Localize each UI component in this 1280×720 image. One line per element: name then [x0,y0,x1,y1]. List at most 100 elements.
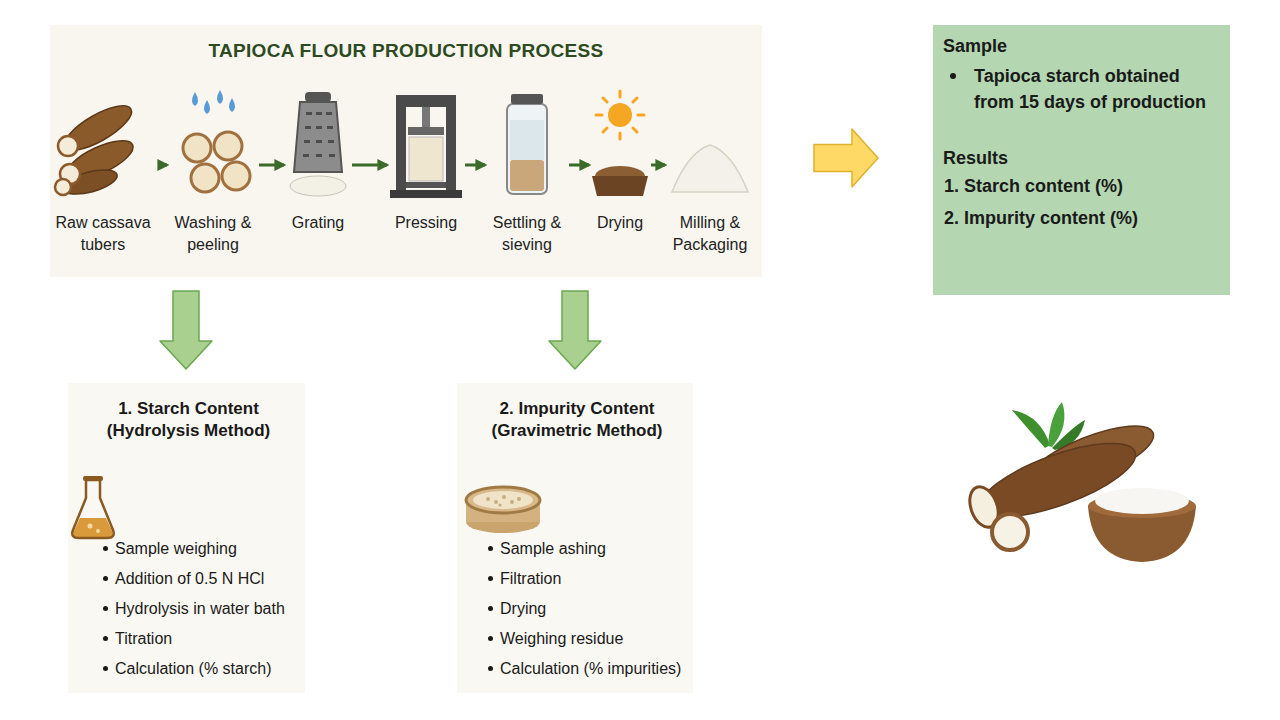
bullet-text: Tapioca starch obtained from 15 days of … [974,66,1206,112]
icon-space [465,442,689,534]
jar-lid [511,94,543,104]
grated-pile [290,176,346,196]
process-step: Grating [287,88,349,268]
bullet-item: Filtration [465,564,689,594]
method-box-fill [457,383,693,693]
water-drop [217,90,223,104]
slice [214,132,242,160]
grater-holes [303,112,335,157]
process-step: Drying [592,88,648,268]
step-label: Raw cassava tubers [55,212,152,256]
box-text: 1. Starch content (%) [943,173,1220,199]
flask-liquid [73,518,113,538]
bullet-dot [103,546,108,551]
press-base [390,190,462,198]
sieve-rim [466,487,540,513]
process-step: Settling & sieving [488,88,566,268]
panel-title: TAPIOCA FLOUR PRODUCTION PROCESS [50,39,762,63]
step-label: Grating [291,212,345,234]
box-heading: Results [943,145,1220,171]
cassava-picture [965,402,1196,562]
press-pulp [409,137,443,181]
process-step: Milling & Packaging [668,88,752,268]
bullet-item: Sample weighing [76,534,301,564]
bullet-item: Titration [76,624,301,654]
drying-icon [592,91,648,196]
flow-arrow [259,164,284,167]
bubble [88,524,93,529]
process-step: Pressing [390,88,462,268]
flour-pile [672,145,748,192]
icon-space [76,442,301,534]
flow-arrow [465,164,485,167]
process-panel-fill [50,25,762,277]
bullet-dot [950,73,956,79]
bullet-item: Sample ashing [465,534,689,564]
bubble [96,529,100,533]
jar-icon [507,94,547,194]
step-label: Drying [596,212,644,234]
flow-arrow [159,164,168,167]
method-box-fill [68,383,305,693]
jar [507,104,547,194]
sun-rays [596,91,644,139]
bullet-dot [103,606,108,611]
process-panel: TAPIOCA FLOUR PRODUCTION PROCESS Raw cass… [50,25,762,277]
bullet-dot [488,546,493,551]
press-plate [408,127,444,135]
press-icon [390,95,462,198]
bullet-dot [103,576,108,581]
step-label: Milling & Packaging [672,212,748,256]
box-text: 2. Impurity content (%) [943,205,1220,231]
bullet-dot [488,666,493,671]
press-frame [396,95,406,193]
flask-icon [72,476,114,538]
slice [992,514,1028,550]
tuber-cut [58,136,78,156]
bullet-text: Addition of 0.5 N HCl [115,570,264,587]
bullet-text: Drying [500,600,546,617]
bullet-item: Drying [465,594,689,624]
bullet-item: Calculation (% impurities) [465,654,689,684]
sieve-icon [466,487,540,533]
water-drop [204,100,210,114]
press-screw [422,107,430,127]
block-arrow [160,291,212,369]
process-step: Raw cassava tubers [51,88,156,268]
flow-arrow [569,164,589,167]
slice [191,164,219,192]
step-label: Pressing [394,212,458,234]
sun [608,103,632,127]
water-drop [229,98,235,112]
method-box: 2. Impurity Content (Gravimetric Method)… [457,383,693,693]
grater-handle [305,92,331,102]
drying-tray [592,176,648,196]
grater-icon [290,92,346,196]
bullet-dot [103,666,108,671]
block-arrow [814,129,878,187]
bullet-text: Filtration [500,570,561,587]
process-step: Washing & peeling [170,88,256,268]
flow-arrow [651,164,665,167]
slice [222,162,250,190]
step-label: Settling & sieving [492,212,562,256]
bullet-text: Titration [115,630,172,647]
sieve-grains [486,495,521,507]
step-label: Washing & peeling [174,212,252,256]
bullet-text: Sample ashing [500,540,606,557]
block-arrow [549,291,601,369]
flow-arrow [352,164,387,167]
sample-box: SampleTapioca starch obtained from 15 da… [933,25,1230,295]
box-heading: Sample [943,33,1220,59]
flask [72,480,114,538]
flour [1095,488,1189,514]
slice [183,134,211,162]
bullet-text: Calculation (% starch) [115,660,272,677]
box-heading: 2. Impurity Content (Gravimetric Method) [477,398,677,442]
bullet-item: Calculation (% starch) [76,654,301,684]
flask-rim [83,476,103,481]
bullet-item: Hydrolysis in water bath [76,594,301,624]
bullet-dot [488,576,493,581]
